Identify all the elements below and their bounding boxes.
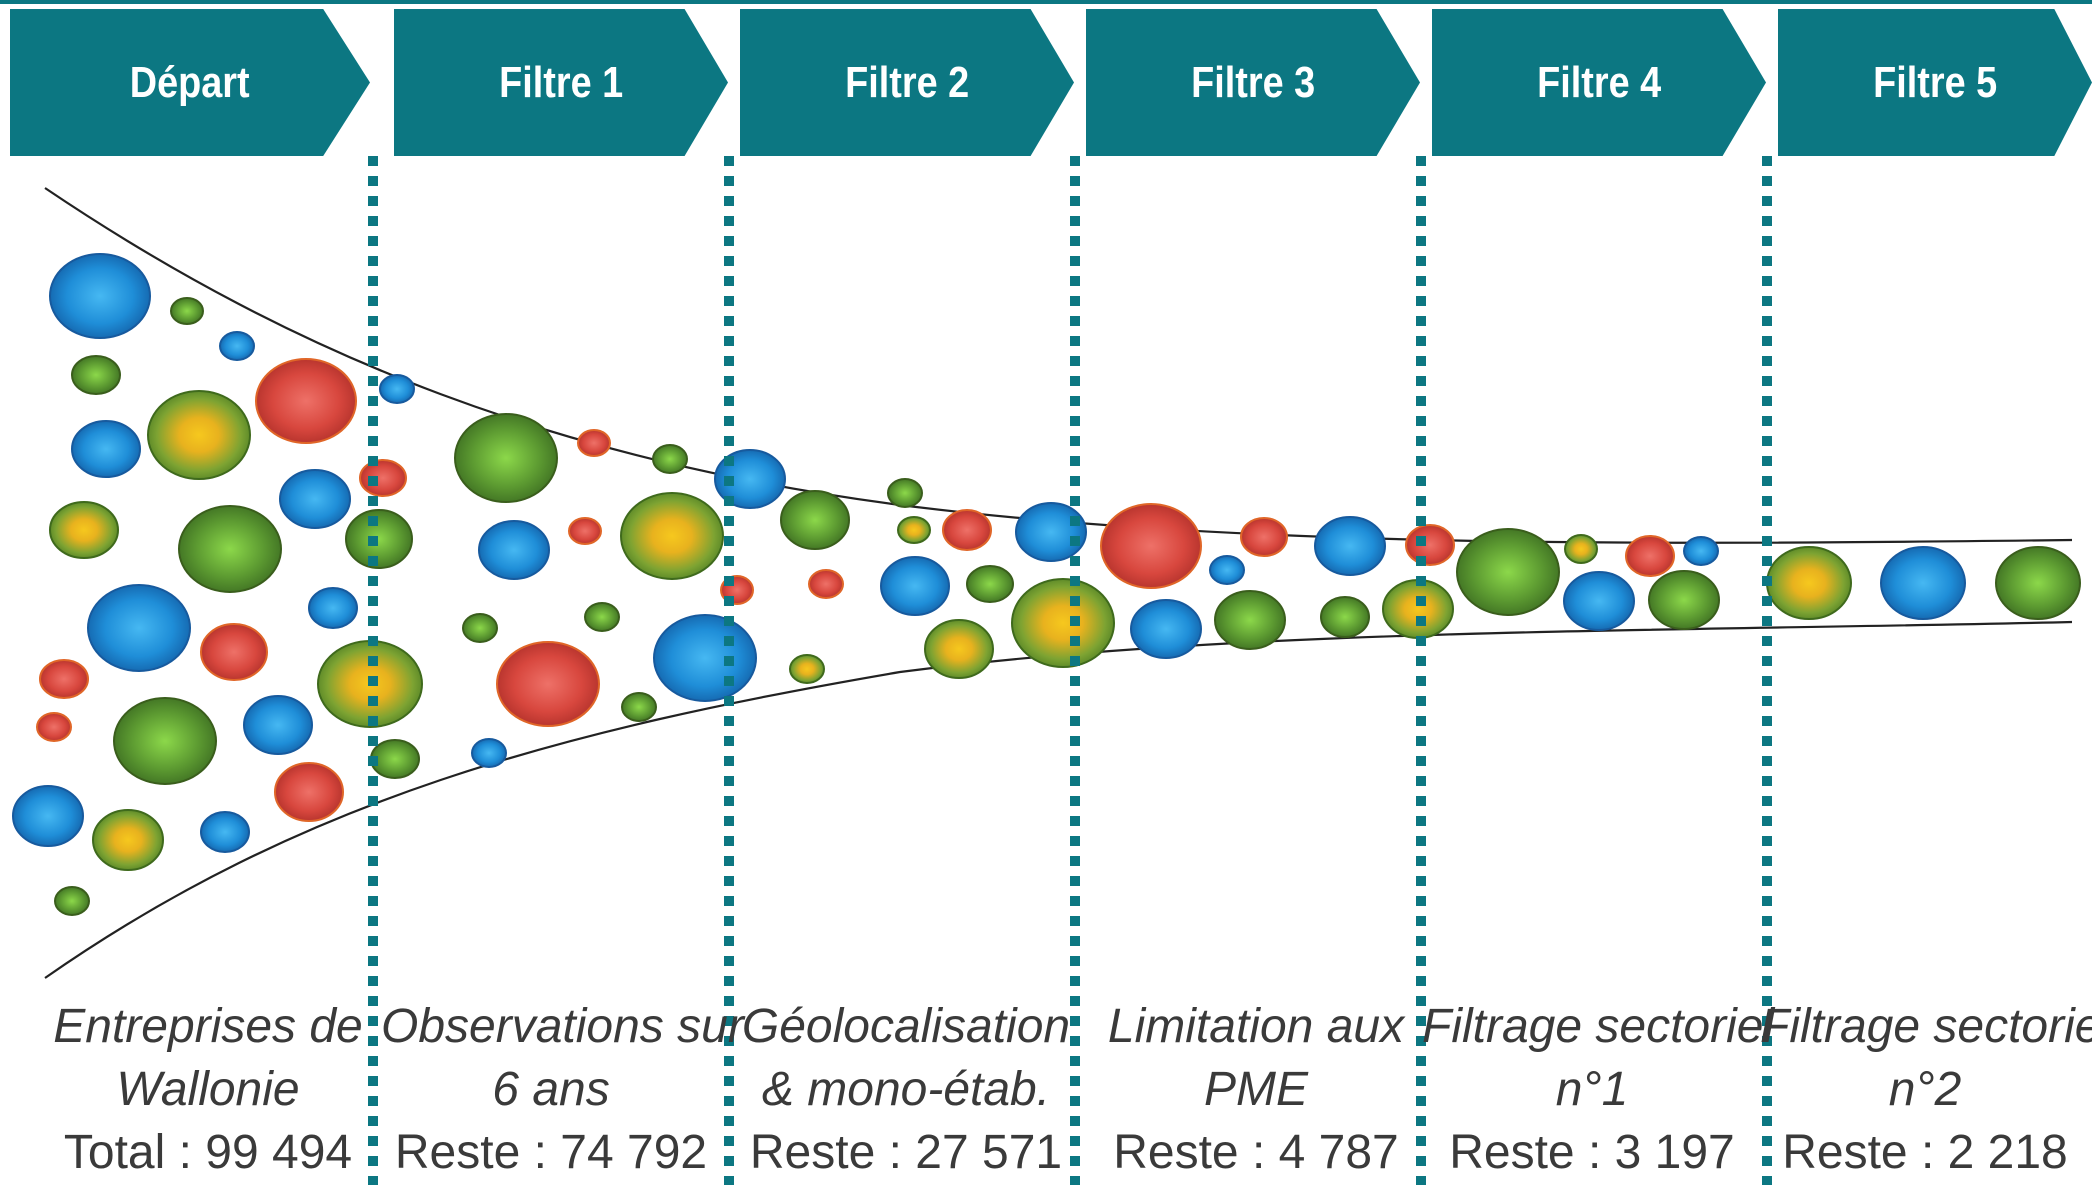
blue-bubble — [12, 785, 84, 847]
stage-desc-line2: PME — [1203, 1063, 1308, 1116]
green-bubble — [1995, 546, 2081, 620]
stage-desc-line1: Entreprises de — [53, 1000, 363, 1053]
green-bubble — [170, 297, 204, 325]
yellow-green-bubble — [1382, 579, 1454, 639]
stage-count: Reste : 3 197 — [1449, 1126, 1735, 1179]
stage-label-filtre-3: Limitation aux PME Reste : 4 787 — [1086, 995, 1426, 1184]
red-bubble — [36, 712, 72, 742]
green-bubble — [345, 509, 413, 569]
red-bubble — [200, 623, 268, 681]
stage-label-filtre-2: Géolocalisation & mono-étab. Reste : 27 … — [736, 995, 1076, 1184]
blue-bubble — [1209, 555, 1245, 585]
stage-label-filtre-5: Filtrage sectoriel n°2 Reste : 2 218 — [1760, 995, 2092, 1184]
top-border-line — [0, 0, 2092, 4]
yellow-green-bubble — [92, 809, 164, 871]
blue-bubble — [87, 584, 191, 672]
blue-bubble — [243, 695, 313, 755]
red-bubble — [568, 517, 602, 545]
stage-label-depart: Entreprises de Wallonie Total : 99 494 — [38, 995, 378, 1184]
stage-count: Reste : 27 571 — [749, 1126, 1063, 1179]
stage-header-filtre-1: Filtre 1 — [394, 9, 728, 156]
red-bubble — [1625, 535, 1675, 577]
blue-bubble — [1314, 516, 1386, 576]
yellow-green-bubble — [897, 516, 931, 544]
blue-bubble — [471, 738, 507, 768]
stage-desc-line2: n°1 — [1555, 1063, 1629, 1116]
yellow-green-bubble — [1011, 578, 1115, 668]
green-bubble — [621, 692, 657, 722]
stage-count: Total : 99 494 — [63, 1126, 353, 1179]
stage-count: Reste : 2 218 — [1782, 1126, 2068, 1179]
green-bubble — [71, 355, 121, 395]
stage-count: Reste : 4 787 — [1113, 1126, 1399, 1179]
stage-count: Reste : 74 792 — [394, 1126, 708, 1179]
yellow-green-bubble — [1766, 546, 1852, 620]
red-bubble — [577, 429, 611, 457]
yellow-green-bubble — [789, 654, 825, 684]
blue-bubble — [379, 374, 415, 404]
blue-bubble — [880, 556, 950, 616]
green-bubble — [652, 444, 688, 474]
stage-label-filtre-1: Observations sur 6 ans Reste : 74 792 — [381, 995, 744, 1184]
red-bubble — [255, 358, 357, 444]
yellow-green-bubble — [924, 619, 994, 679]
red-bubble — [1100, 503, 1202, 589]
stage-desc-line1: Observations sur — [381, 1000, 744, 1053]
green-bubble — [54, 886, 90, 916]
stage-header-filtre-3: Filtre 3 — [1086, 9, 1420, 156]
blue-bubble — [49, 253, 151, 339]
red-bubble — [359, 459, 407, 497]
stage-desc-line2: n°2 — [1888, 1063, 1962, 1116]
blue-bubble — [653, 614, 757, 702]
stage-desc-line2: 6 ans — [492, 1063, 610, 1116]
blue-bubble — [1563, 571, 1635, 631]
red-bubble — [808, 569, 844, 599]
stage-desc-line1: Limitation aux — [1107, 1000, 1405, 1053]
red-bubble — [942, 509, 992, 551]
green-bubble — [887, 478, 923, 508]
green-bubble — [966, 565, 1014, 603]
blue-bubble — [1130, 599, 1202, 659]
green-bubble — [178, 505, 282, 593]
stage-header-filtre-4: Filtre 4 — [1432, 9, 1766, 156]
blue-bubble — [308, 587, 358, 629]
green-bubble — [1320, 596, 1370, 638]
stage-header-filtre-2: Filtre 2 — [740, 9, 1074, 156]
green-bubble — [1648, 570, 1720, 630]
green-bubble — [584, 602, 620, 632]
green-bubble — [370, 739, 420, 779]
green-bubble — [454, 413, 558, 503]
green-bubble — [113, 697, 217, 785]
blue-bubble — [1683, 536, 1719, 566]
yellow-green-bubble — [147, 390, 251, 480]
green-bubble — [1214, 590, 1286, 650]
blue-bubble — [279, 469, 351, 529]
red-bubble — [496, 641, 600, 727]
stage-header-depart: Départ — [10, 9, 370, 156]
red-bubble — [39, 659, 89, 699]
red-bubble — [274, 762, 344, 822]
stage-desc-line2: Wallonie — [116, 1063, 300, 1116]
green-bubble — [780, 490, 850, 550]
stage-desc-line1: Filtrage sectoriel — [1422, 1000, 1775, 1053]
stage-header-filtre-5: Filtre 5 — [1778, 9, 2092, 156]
stage-label-filtre-4: Filtrage sectoriel n°1 Reste : 3 197 — [1422, 995, 1775, 1184]
red-bubble — [1405, 524, 1455, 566]
blue-bubble — [219, 331, 255, 361]
green-bubble — [1456, 528, 1560, 616]
blue-bubble — [200, 811, 250, 853]
yellow-green-bubble — [620, 492, 724, 580]
green-bubble — [462, 613, 498, 643]
blue-bubble — [1880, 546, 1966, 620]
blue-bubble — [71, 420, 141, 478]
blue-bubble — [478, 520, 550, 580]
stage-desc-line1: Géolocalisation — [741, 1000, 1071, 1053]
red-bubble — [1240, 517, 1288, 557]
yellow-green-bubble — [49, 501, 119, 559]
blue-bubble — [1015, 502, 1087, 562]
yellow-green-bubble — [1564, 534, 1598, 564]
stage-desc-line2: & mono-étab. — [761, 1063, 1051, 1116]
stage-desc-line1: Filtrage sectoriel — [1760, 1000, 2092, 1053]
